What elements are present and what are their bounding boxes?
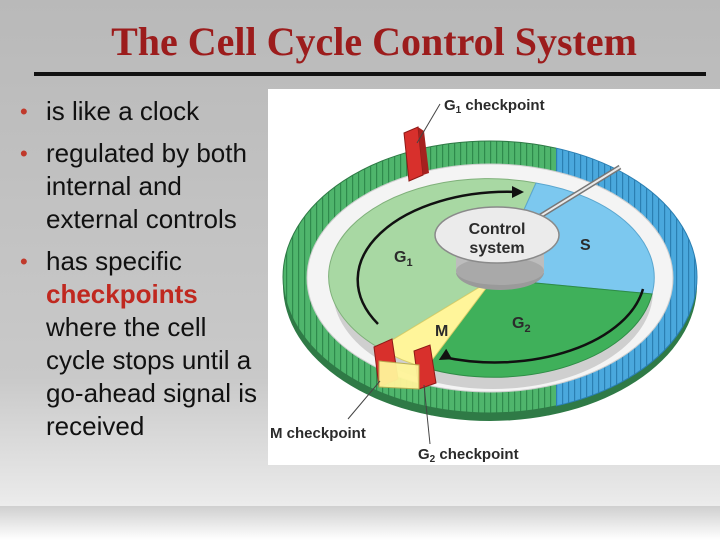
bullet-icon: • bbox=[20, 249, 28, 274]
phase-m-label: M bbox=[435, 323, 448, 340]
arrow-g1 bbox=[356, 190, 519, 325]
bullet-text-before: has specific bbox=[46, 246, 182, 276]
phase-s-label: S bbox=[580, 237, 591, 254]
arrow-head-icon bbox=[512, 186, 524, 198]
arrow-g2 bbox=[442, 288, 645, 364]
bullet-text: is like a clock bbox=[46, 96, 200, 126]
bullet-list: • is like a clock • regulated by both in… bbox=[20, 95, 270, 452]
g1-checkpoint-label: G1 checkpoint bbox=[444, 97, 545, 116]
control-label: Control bbox=[469, 221, 526, 238]
system-label: system bbox=[469, 240, 524, 257]
knob-top bbox=[434, 206, 560, 264]
bullet-icon: • bbox=[20, 141, 28, 166]
bullet-item: • is like a clock bbox=[20, 95, 270, 128]
checkpoints-highlight: checkpoints bbox=[46, 279, 198, 309]
title-divider bbox=[34, 72, 706, 76]
m-callout-line bbox=[347, 380, 381, 420]
phase-g2-label: G2 bbox=[512, 315, 531, 335]
bullet-item: • regulated by both internal and externa… bbox=[20, 137, 270, 236]
bullet-text: regulated by both internal and external … bbox=[46, 138, 247, 234]
g1-checkpoint-barrier-side bbox=[418, 127, 429, 175]
knob-bottom bbox=[456, 257, 544, 285]
g2-callout-line bbox=[423, 384, 431, 445]
g1-callout-line bbox=[416, 103, 441, 144]
bullet-icon: • bbox=[20, 99, 28, 124]
phase-g1-label: G1 bbox=[394, 249, 413, 269]
arrow-head-icon bbox=[438, 348, 453, 360]
bullet-item: • has specific checkpoints where the cel… bbox=[20, 245, 270, 443]
sector-g2 bbox=[425, 278, 653, 378]
cell-cycle-diagram: Control system G1 S M G2 G1 checkpoint M… bbox=[268, 89, 720, 465]
m-checkpoint-label: M checkpoint bbox=[270, 425, 366, 442]
g2-checkpoint-label: G2 checkpoint bbox=[418, 446, 519, 465]
bullet-text-after: where the cell cycle stops until a go-ah… bbox=[46, 312, 258, 441]
cell-cycle-svg: Control system G1 S M G2 G1 checkpoint M… bbox=[270, 97, 698, 465]
slide-title: The Cell Cycle Control System bbox=[111, 19, 637, 64]
m-phase-gate bbox=[378, 360, 420, 390]
bottom-gradient-band bbox=[0, 506, 720, 540]
